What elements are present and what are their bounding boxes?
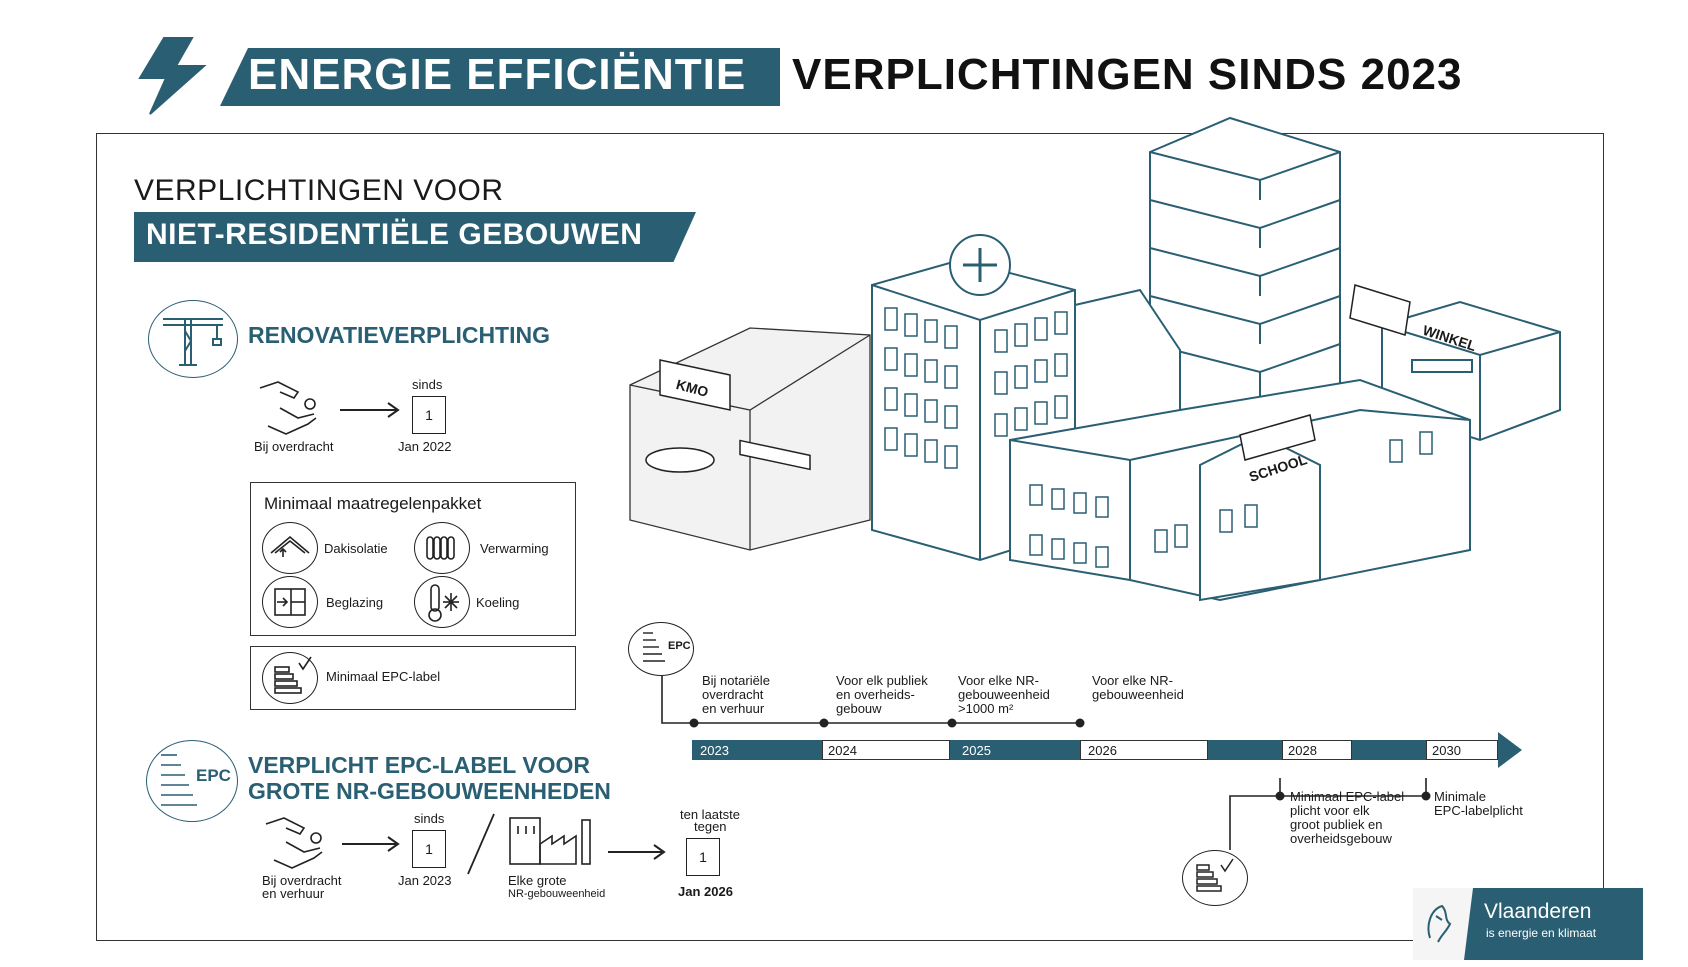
timeline-bar: 2023 2024 2025 2026 2028 2030: [692, 740, 1522, 760]
building-label: NR-gebouweenheid: [508, 888, 606, 900]
page-title: VERPLICHTINGEN SINDS 2023: [792, 50, 1463, 99]
roof-insulation-icon: [262, 522, 318, 574]
deadline-label: tegen: [694, 819, 727, 834]
subtitle-line1: VERPLICHTINGEN VOOR: [134, 174, 504, 207]
arrow-right-icon: [340, 402, 400, 418]
lightning-icon: [138, 37, 207, 115]
year-label: 2024: [828, 743, 857, 758]
year-label: 2026: [1088, 743, 1117, 758]
radiator-icon: [414, 522, 470, 574]
deadline-label: ten laatste: [680, 807, 740, 822]
package-title: Minimaal maatregelenpakket: [264, 494, 482, 513]
year-label: 2030: [1432, 743, 1461, 758]
timeline-segment-2025: [950, 740, 1080, 760]
timeline-segment-2029: [1352, 740, 1426, 760]
transfer-label: Bij overdracht: [254, 439, 334, 454]
year-label: 2023: [700, 743, 729, 758]
subtitle-line2: NIET-RESIDENTIËLE GEBOUWEN: [146, 218, 643, 251]
glazing-icon: [262, 576, 318, 628]
measure-label: Verwarming: [480, 541, 549, 556]
since-date: Jan 2023: [398, 873, 452, 888]
since-date: Jan 2022: [398, 439, 452, 454]
transfer-label: en verhuur: [262, 886, 325, 901]
measure-label: Dakisolatie: [324, 541, 388, 556]
timeline-connectors: [661, 676, 1431, 850]
measure-label: Beglazing: [326, 595, 384, 610]
epc-min-label: Minimaal EPC-label: [326, 669, 441, 684]
handshake-icon: [259, 381, 317, 435]
content-frame: [96, 133, 1604, 941]
lion-icon: [1427, 904, 1452, 943]
epc-timeline-icon: [628, 622, 694, 676]
arrow-right-icon: [608, 844, 666, 860]
divider-slash: [467, 813, 495, 875]
logo-tagline: is energie en klimaat: [1486, 926, 1597, 940]
since-label: sinds: [412, 377, 443, 392]
epc-check-icon: [1182, 850, 1248, 906]
transfer-label: Bij overdracht: [262, 873, 342, 888]
lion-logo-area: [1413, 888, 1473, 960]
epc-heading-line1: VERPLICHT EPC-LABEL VOOR: [248, 752, 591, 778]
timeline-note: Voor elke NR-gebouweenheid>1000 m²: [958, 673, 1050, 716]
page-title-highlight: ENERGIE EFFICIËNTIE: [248, 50, 747, 99]
timeline-arrowhead: [1498, 732, 1522, 768]
arrow-right-icon: [342, 836, 400, 852]
epc-badge-text: EPC: [196, 766, 231, 785]
measure-label: Koeling: [476, 595, 520, 610]
timeline-note: Voor elke NR-gebouweenheid: [1092, 673, 1184, 702]
timeline-segment-2030: [1426, 740, 1498, 760]
year-label: 2025: [962, 743, 991, 758]
measures-package-box: [250, 482, 576, 636]
crane-icon: [148, 300, 238, 378]
timeline-segment-2024: [822, 740, 950, 760]
timeline-segment-2026: [1080, 740, 1208, 760]
handshake-icon: [265, 817, 323, 869]
buildings-illustration: [629, 116, 1561, 602]
calendar-icon: 1: [412, 396, 446, 434]
deadline-date: Jan 2026: [678, 884, 733, 899]
timeline-segment-2023: [692, 740, 822, 760]
calendar-icon: 1: [412, 830, 446, 868]
cooling-icon: [414, 576, 470, 628]
epc-badge-icon: [146, 740, 238, 822]
epc-label-icon: [262, 652, 318, 704]
timeline-segment-2027: [1208, 740, 1282, 760]
epc-min-box: [250, 646, 576, 710]
year-label: 2028: [1288, 743, 1317, 758]
renovatie-heading: RENOVATIEVERPLICHTING: [248, 322, 550, 348]
logo-name: Vlaanderen: [1484, 900, 1592, 923]
subtitle-bar: [134, 212, 696, 262]
buildings-icon: [509, 817, 591, 865]
calendar-icon: 1: [686, 838, 720, 876]
epc-timeline-badge: EPC: [668, 640, 691, 652]
timeline-segment-2028: [1282, 740, 1352, 760]
title-highlight-bar: [220, 48, 780, 106]
building-label: Elke grote: [508, 873, 567, 888]
since-label: sinds: [414, 811, 445, 826]
epc-heading-line2: GROTE NR-GEBOUWEENHEDEN: [248, 778, 611, 804]
